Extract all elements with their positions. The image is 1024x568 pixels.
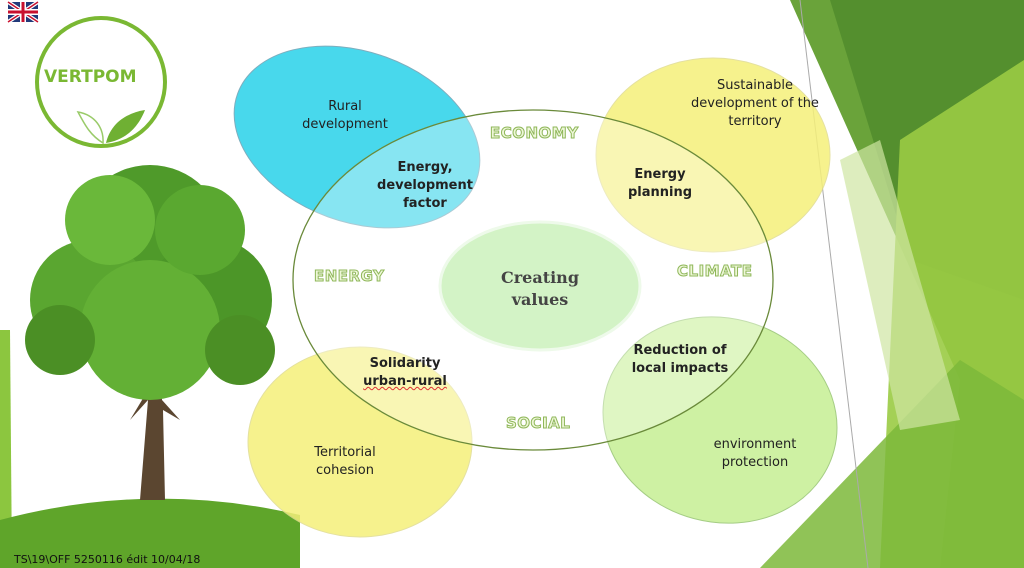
- category-energy: ENERGY: [313, 267, 385, 286]
- decor-shape: [840, 140, 960, 430]
- center-blob: [438, 220, 642, 352]
- sustainable-label: Sustainable development of the territory: [691, 78, 819, 129]
- decor-shape: [0, 330, 12, 568]
- reduction-label: Reduction of local impacts: [631, 343, 729, 376]
- energy-factor-label: Energy, development factor: [377, 160, 473, 211]
- center-label: Creating values: [501, 268, 579, 309]
- solidarity-line1: Solidarity: [369, 356, 441, 371]
- uk-flag[interactable]: [6, 0, 40, 24]
- decor-shape: [760, 360, 1024, 568]
- energy-planning-label: Energy planning: [627, 167, 693, 200]
- environment-label: environment protection: [713, 437, 797, 470]
- category-economy: ECONOMY: [490, 124, 579, 143]
- category-social: SOCIAL: [505, 414, 571, 433]
- solidarity-label: Solidarity urban-rural: [355, 355, 455, 391]
- territorial-ellipse: [247, 346, 473, 538]
- sustainable-ellipse: [595, 57, 831, 253]
- category-climate: CLIMATE: [677, 262, 753, 281]
- grass-hill: [0, 498, 300, 568]
- environment-ellipse: [602, 316, 838, 524]
- footer-reference: TS\19\OFF 5250116 édit 10/04/18: [14, 553, 201, 566]
- logo-text: VERTPOM: [44, 67, 137, 87]
- rural-ellipse: [233, 45, 481, 229]
- territorial-label: Territorial cohesion: [314, 445, 376, 478]
- rural-label: Rural development: [302, 99, 388, 132]
- solidarity-line2: urban-rural: [363, 374, 447, 389]
- vertpom-logo: [35, 16, 167, 148]
- tree-image: [25, 165, 275, 500]
